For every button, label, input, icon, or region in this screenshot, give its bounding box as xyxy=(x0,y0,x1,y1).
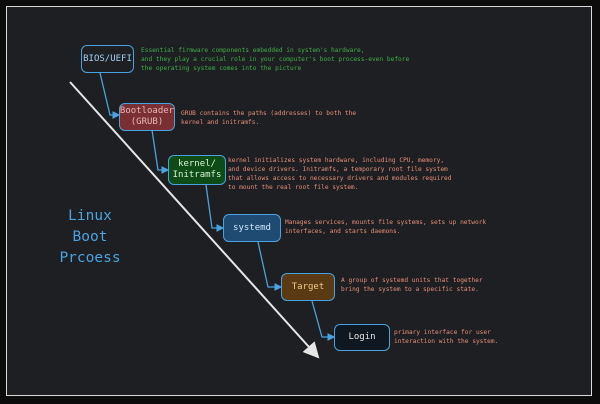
stage-box-login: Login xyxy=(334,324,390,351)
timeline-arrow xyxy=(69,81,320,359)
stage-desc-kernel-initramfs: kernel initializes system hardware, incl… xyxy=(228,157,452,191)
stage-label: Login xyxy=(348,332,376,342)
connector-kernel-to-systemd xyxy=(205,184,225,232)
diagram-title: Linux Boot Prcoess xyxy=(59,208,121,266)
stage-desc-systemd: Manages services, mounts file systems, s… xyxy=(285,219,487,235)
stage-box-target: Target xyxy=(281,273,335,301)
stage-desc-target: A group of systemd units that together b… xyxy=(341,277,483,293)
stage-desc-bios-uefi: Essential firmware components embedded i… xyxy=(141,47,410,72)
stage-label: systemd xyxy=(233,222,271,233)
stage-label: kernel/ Initramfs xyxy=(172,159,222,180)
stage-label: BIOS/UEFI xyxy=(83,53,132,64)
stage-desc-bootloader: GRUB contains the paths (addresses) to b… xyxy=(181,110,357,126)
connector-systemd-to-target xyxy=(257,241,283,291)
connector-target-to-login xyxy=(311,300,336,341)
stage-box-bios-uefi: BIOS/UEFI xyxy=(81,45,134,73)
stage-label: Target xyxy=(291,281,325,292)
stage-desc-login: primary interface for user interaction w… xyxy=(394,329,499,345)
stage-box-kernel-initramfs: kernel/ Initramfs xyxy=(168,155,226,185)
connector-bios-to-bootloader xyxy=(99,72,121,119)
stage-label: Bootloader (GRUB) xyxy=(119,106,175,127)
connector-bootloader-to-kernel xyxy=(151,129,170,174)
stage-box-bootloader: Bootloader (GRUB) xyxy=(119,103,175,131)
stage-box-systemd: systemd xyxy=(223,214,281,242)
